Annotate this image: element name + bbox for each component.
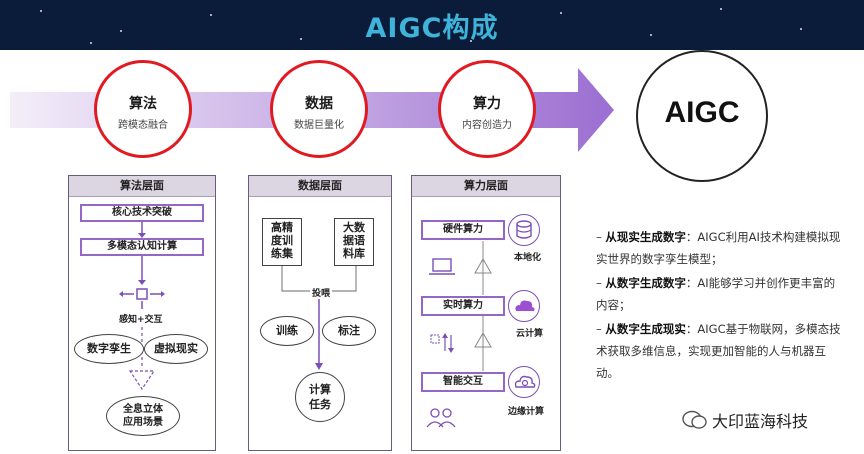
algorithm-panel-title: 算法层面 xyxy=(69,176,215,197)
cloud-icon xyxy=(508,290,540,322)
training-set-line-3: 练集 xyxy=(271,247,293,260)
aigc-circle: AIGC xyxy=(636,50,768,182)
bullet-1: – 从现实生成数字：AIGC利用AI技术构建模拟现实世界的数字孪生模型； xyxy=(596,226,846,270)
compute-title: 算力 xyxy=(473,96,501,112)
algorithm-circle: 算法 跨模态融合 xyxy=(94,60,192,158)
compute-panel-title: 算力层面 xyxy=(412,176,560,197)
wechat-icon xyxy=(682,410,707,429)
virtual-reality-oval: 虚拟现实 xyxy=(144,334,208,364)
digital-twin-oval: 数字孪生 xyxy=(74,334,144,364)
compute-subtitle: 内容创造力 xyxy=(462,120,512,131)
data-subtitle: 数据巨量化 xyxy=(294,120,344,131)
cloud-caption: 云计算 xyxy=(516,329,544,339)
multimodal-box: 多模态认知计算 xyxy=(80,238,204,256)
hardware-compute-box: 硬件算力 xyxy=(421,220,505,240)
wechat-watermark: 大印蓝海科技 xyxy=(682,408,808,432)
algorithm-title: 算法 xyxy=(129,96,157,112)
core-tech-box: 核心技术突破 xyxy=(80,204,204,222)
bullet-3-body: ：AIGC基于物联网，多模态技术获取多维信息，实现更加智能的人与机器互动。 xyxy=(596,322,841,380)
training-set-line-1: 高精 xyxy=(271,221,293,234)
compute-connectors xyxy=(426,241,492,428)
data-circle: 数据 数据巨量化 xyxy=(270,60,368,158)
task-line-1: 计算 xyxy=(309,383,331,396)
aigc-label: AIGC xyxy=(664,96,740,129)
local-caption: 本地化 xyxy=(514,253,542,263)
bullet-3: – 从数字生成现实：AIGC基于物联网，多模态技术获取多维信息，实现更加智能的人… xyxy=(596,318,846,384)
corpus-line-3: 料库 xyxy=(343,247,365,260)
page-title: AIGC构成 xyxy=(365,13,499,44)
labeling-oval: 标注 xyxy=(322,316,376,346)
training-set-box: 高精 度训 练集 xyxy=(262,218,302,266)
bullet-3-head: 从数字生成现实 xyxy=(605,322,686,336)
scene-line-1: 全息立体 xyxy=(123,404,163,415)
compute-task-oval: 计算 任务 xyxy=(295,372,345,422)
task-line-2: 任务 xyxy=(309,398,331,411)
data-title: 数据 xyxy=(305,96,333,112)
algorithm-subtitle: 跨模态融合 xyxy=(118,120,168,131)
training-set-line-2: 度训 xyxy=(271,234,293,247)
bullet-1-head: 从现实生成数字 xyxy=(605,230,686,244)
realtime-compute-box: 实时算力 xyxy=(421,296,505,316)
data-panel-title: 数据层面 xyxy=(249,176,391,197)
smart-interaction-box: 智能交互 xyxy=(421,372,505,392)
bullet-1-body: ：AIGC利用AI技术构建模拟现实世界的数字孪生模型； xyxy=(596,230,841,266)
algorithm-connectors xyxy=(119,222,165,391)
bullet-2: – 从数字生成数字：AI能够学习并创作更丰富的内容； xyxy=(596,272,846,316)
bullet-3-dash: – xyxy=(596,322,606,336)
cloud-gear-icon xyxy=(508,366,540,398)
compute-circle: 算力 内容创造力 xyxy=(438,60,536,158)
holographic-scene-oval: 全息立体 应用场景 xyxy=(106,396,180,436)
header-bar xyxy=(0,0,864,50)
feed-label: 投喂 xyxy=(310,286,333,299)
corpus-line-2: 据语 xyxy=(343,234,365,247)
corpus-box: 大数 据语 料库 xyxy=(334,218,374,266)
bullet-2-dash: – xyxy=(596,276,606,290)
corpus-line-1: 大数 xyxy=(343,221,365,234)
training-oval: 训练 xyxy=(260,316,314,346)
watermark-text: 大印蓝海科技 xyxy=(712,412,809,431)
scene-line-2: 应用场景 xyxy=(123,417,163,428)
bullet-1-dash: – xyxy=(596,230,606,244)
bullet-2-body: ：AI能够学习并创作更丰富的内容； xyxy=(596,276,836,312)
database-icon xyxy=(508,214,540,246)
bullet-2-head: 从数字生成数字 xyxy=(605,276,686,290)
edge-caption: 边缘计算 xyxy=(508,407,545,417)
perception-label: 感知+交互 xyxy=(119,315,163,325)
